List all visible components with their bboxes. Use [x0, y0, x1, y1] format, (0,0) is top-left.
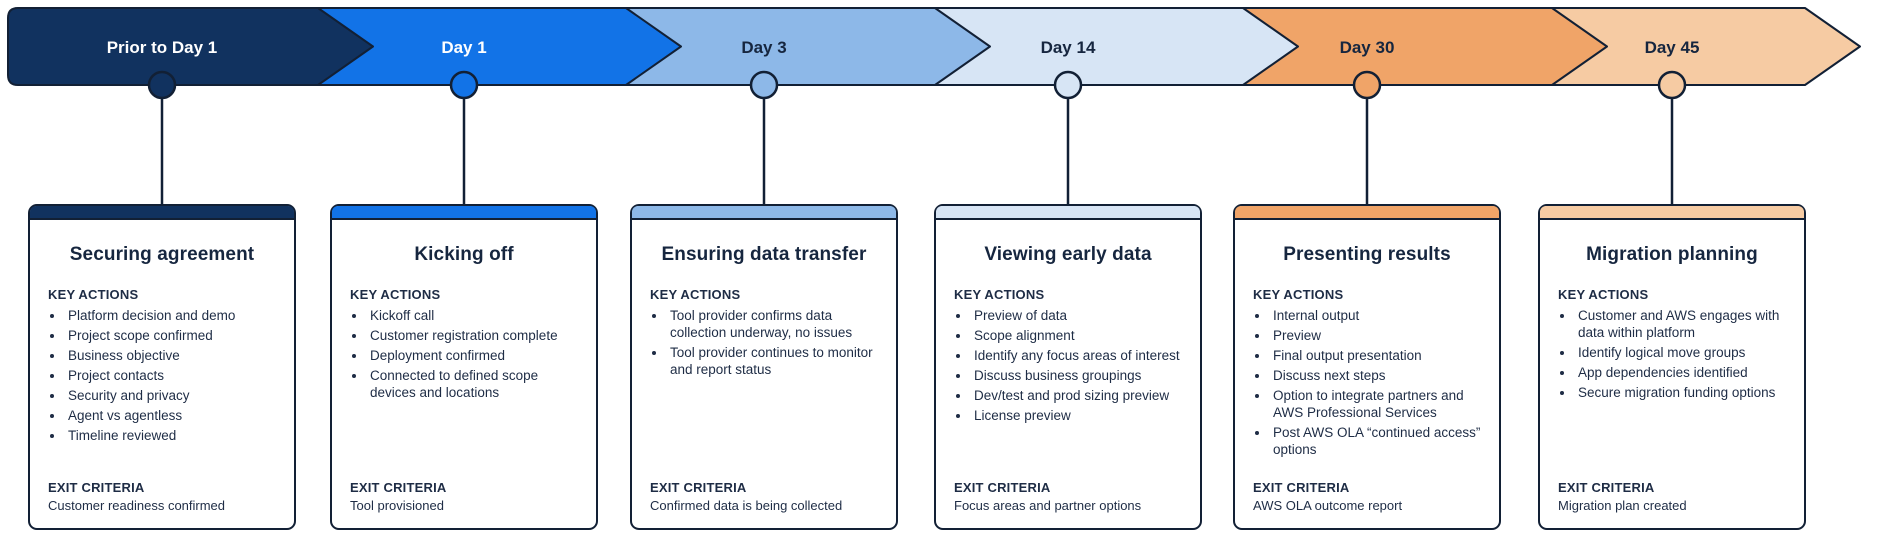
- exit-criteria-block: EXIT CRITERIA AWS OLA outcome report: [1253, 480, 1489, 513]
- key-actions-label: KEY ACTIONS: [350, 287, 441, 302]
- exit-criteria-label: EXIT CRITERIA: [650, 480, 747, 495]
- key-actions-label: KEY ACTIONS: [1253, 287, 1344, 302]
- exit-criteria-block: EXIT CRITERIA Migration plan created: [1558, 480, 1794, 513]
- phase-card-kicking-off: Kicking off KEY ACTIONS Kickoff callCust…: [330, 204, 598, 530]
- key-action-item: Final output presentation: [1270, 347, 1481, 364]
- key-action-item: Project scope confirmed: [65, 327, 276, 344]
- exit-criteria-label: EXIT CRITERIA: [954, 480, 1051, 495]
- key-action-item: License preview: [971, 407, 1182, 424]
- day-label-day-3: Day 3: [741, 38, 786, 57]
- connector-dot: [449, 70, 479, 100]
- exit-criteria-block: EXIT CRITERIA Customer readiness confirm…: [48, 480, 284, 513]
- key-actions-label: KEY ACTIONS: [650, 287, 741, 302]
- key-actions-list: Internal outputPreviewFinal output prese…: [1253, 307, 1481, 458]
- connector-dot: [1053, 70, 1083, 100]
- phase-card-presenting-results: Presenting results KEY ACTIONS Internal …: [1233, 204, 1501, 530]
- exit-criteria-label: EXIT CRITERIA: [1253, 480, 1350, 495]
- key-action-item: Customer and AWS engages with data withi…: [1575, 307, 1786, 341]
- key-action-item: Dev/test and prod sizing preview: [971, 387, 1182, 404]
- connector-dot: [1657, 70, 1687, 100]
- key-action-item: Timeline reviewed: [65, 427, 276, 444]
- key-actions-list: Preview of dataScope alignmentIdentify a…: [954, 307, 1182, 424]
- exit-criteria-label: EXIT CRITERIA: [350, 480, 447, 495]
- exit-criteria-block: EXIT CRITERIA Tool provisioned: [350, 480, 586, 513]
- connector-dot: [147, 70, 177, 100]
- card-color-strip: [1540, 206, 1804, 220]
- exit-criteria-text: Customer readiness confirmed: [48, 498, 226, 513]
- key-action-item: Customer registration complete: [367, 327, 578, 344]
- exit-criteria-text: Focus areas and partner options: [954, 498, 1142, 513]
- phase-card-securing-agreement: Securing agreement KEY ACTIONS Platform …: [28, 204, 296, 530]
- key-action-item: Agent vs agentless: [65, 407, 276, 424]
- key-action-item: Kickoff call: [367, 307, 578, 324]
- key-action-item: Deployment confirmed: [367, 347, 578, 364]
- exit-criteria-text: Tool provisioned: [350, 498, 444, 513]
- day-label-day-45: Day 45: [1645, 38, 1700, 57]
- key-action-item: Connected to defined scope devices and l…: [367, 367, 578, 401]
- exit-criteria-label: EXIT CRITERIA: [1558, 480, 1655, 495]
- key-action-item: Discuss next steps: [1270, 367, 1481, 384]
- key-action-item: Identify any focus areas of interest: [971, 347, 1182, 364]
- timeline-arrow-prior-to-day-1: [7, 7, 374, 86]
- day-label-day-30: Day 30: [1340, 38, 1395, 57]
- key-actions-list: Platform decision and demoProject scope …: [48, 307, 276, 444]
- key-action-item: Tool provider confirms data collection u…: [667, 307, 878, 341]
- key-actions-list: Customer and AWS engages with data withi…: [1558, 307, 1786, 401]
- card-color-strip: [332, 206, 596, 220]
- connector-dot: [749, 70, 779, 100]
- day-label-prior-to-day-1: Prior to Day 1: [107, 38, 218, 57]
- key-action-item: Option to integrate partners and AWS Pro…: [1270, 387, 1481, 421]
- exit-criteria-block: EXIT CRITERIA Confirmed data is being co…: [650, 480, 886, 513]
- card-title: Migration planning: [1586, 244, 1758, 265]
- exit-criteria-label: EXIT CRITERIA: [48, 480, 145, 495]
- key-action-item: Project contacts: [65, 367, 276, 384]
- card-title: Viewing early data: [984, 244, 1152, 265]
- day-label-day-14: Day 14: [1041, 38, 1096, 57]
- key-action-item: Tool provider continues to monitor and r…: [667, 344, 878, 378]
- key-actions-label: KEY ACTIONS: [48, 287, 139, 302]
- card-title: Securing agreement: [69, 244, 255, 265]
- key-action-item: Preview of data: [971, 307, 1182, 324]
- key-actions-label: KEY ACTIONS: [1558, 287, 1649, 302]
- phase-card-migration-planning: Migration planning KEY ACTIONS Customer …: [1538, 204, 1806, 530]
- key-actions-label: KEY ACTIONS: [954, 287, 1045, 302]
- key-actions-list: Tool provider confirms data collection u…: [650, 307, 878, 378]
- phase-card-viewing-early-data: Viewing early data KEY ACTIONS Preview o…: [934, 204, 1202, 530]
- card-title: Kicking off: [414, 244, 514, 265]
- card-color-strip: [936, 206, 1200, 220]
- key-action-item: Preview: [1270, 327, 1481, 344]
- card-title: Ensuring data transfer: [661, 244, 867, 265]
- timeline-band: Prior to Day 1 Day 1 Day 3 Day 14 Day 30…: [7, 7, 1861, 206]
- key-action-item: Internal output: [1270, 307, 1481, 324]
- exit-criteria-text: Migration plan created: [1558, 498, 1687, 513]
- key-action-item: App dependencies identified: [1575, 364, 1786, 381]
- key-action-item: Scope alignment: [971, 327, 1182, 344]
- key-action-item: Security and privacy: [65, 387, 276, 404]
- key-action-item: Platform decision and demo: [65, 307, 276, 324]
- key-action-item: Business objective: [65, 347, 276, 364]
- day-label-day-1: Day 1: [441, 38, 486, 57]
- card-color-strip: [1235, 206, 1499, 220]
- exit-criteria-text: AWS OLA outcome report: [1253, 498, 1403, 513]
- key-action-item: Post AWS OLA “continued access” options: [1270, 424, 1481, 458]
- key-action-item: Discuss business groupings: [971, 367, 1182, 384]
- card-title: Presenting results: [1283, 244, 1451, 265]
- exit-criteria-block: EXIT CRITERIA Focus areas and partner op…: [954, 480, 1190, 513]
- phase-card-ensuring-data-transfer: Ensuring data transfer KEY ACTIONS Tool …: [630, 204, 898, 530]
- card-color-strip: [30, 206, 294, 220]
- key-actions-list: Kickoff callCustomer registration comple…: [350, 307, 578, 401]
- key-action-item: Secure migration funding options: [1575, 384, 1786, 401]
- connector-dot: [1352, 70, 1382, 100]
- card-color-strip: [632, 206, 896, 220]
- key-action-item: Identify logical move groups: [1575, 344, 1786, 361]
- exit-criteria-text: Confirmed data is being collected: [650, 498, 843, 513]
